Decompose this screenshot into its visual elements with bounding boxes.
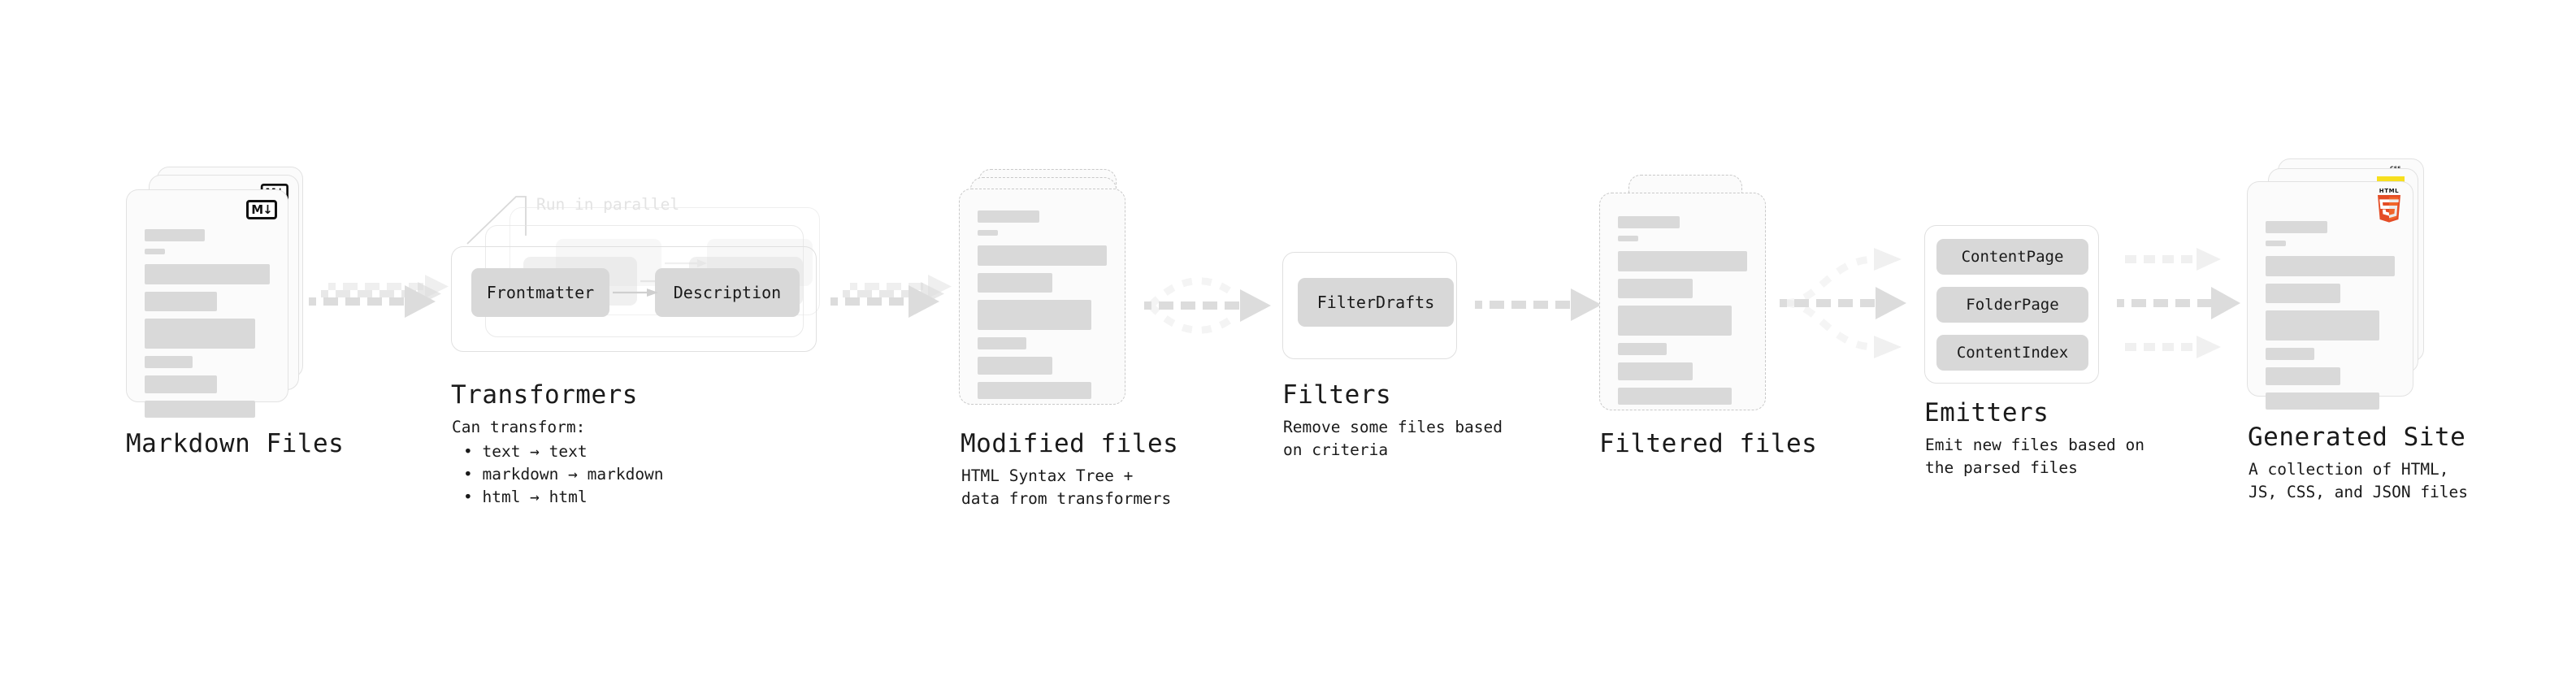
modified-card-front[interactable]	[959, 189, 1125, 405]
doc-content-lines	[978, 210, 1107, 399]
modified-files-title: Modified files	[961, 429, 1179, 458]
filters-title: Filters	[1282, 380, 1392, 410]
doc-line	[1618, 279, 1693, 298]
doc-line	[1618, 251, 1747, 271]
arrow-markdown-to-transformers	[309, 275, 449, 318]
filters-box[interactable]: FilterDrafts	[1282, 252, 1457, 359]
markdown-files-title: Markdown Files	[126, 429, 345, 458]
markdown-icon: M↓	[246, 200, 277, 219]
html5-icon: HTML	[2375, 189, 2403, 223]
transformers-bullet-0: • text → text	[463, 442, 588, 461]
emitter-pill-contentpage[interactable]: ContentPage	[1936, 239, 2088, 275]
filtered-files-title: Filtered files	[1599, 429, 1818, 458]
arrow-emitters-to-site	[2117, 248, 2240, 358]
html5-icon-label: HTML	[2379, 188, 2400, 194]
doc-line	[978, 273, 1053, 293]
generated-site-subtitle: A collection of HTML, JS, CSS, and JSON …	[2249, 460, 2469, 502]
generated-site-stack: CSS HTML	[2247, 158, 2442, 410]
arrow-filtered-to-emitters	[1780, 248, 1906, 358]
modified-files-subtitle: HTML Syntax Tree + data from transformer…	[961, 466, 1172, 509]
filter-pill-filterdrafts[interactable]: FilterDrafts	[1298, 278, 1454, 327]
doc-line	[978, 337, 1027, 349]
transformer-pill-description[interactable]: Description	[655, 268, 800, 317]
doc-line	[2266, 310, 2379, 340]
doc-line	[145, 264, 270, 284]
doc-line	[2266, 241, 2287, 246]
run-in-parallel-label: Run in parallel	[536, 195, 680, 214]
modified-files-stack	[959, 169, 1146, 413]
emitters-subtitle: Emit new files based on the parsed files	[1925, 436, 2145, 478]
doc-line	[2266, 284, 2341, 303]
doc-line	[2266, 393, 2379, 410]
arrow-transformers-to-modified	[830, 275, 952, 318]
markdown-files-stack: M↓ M↓ M↓	[126, 167, 321, 418]
doc-content-lines	[1618, 216, 1747, 405]
doc-line	[145, 401, 255, 418]
doc-line	[1618, 216, 1680, 228]
doc-line	[2266, 367, 2341, 385]
doc-line	[1618, 236, 1639, 241]
transformers-group: Frontmatter Description	[451, 207, 833, 370]
markdown-card-front[interactable]: M↓	[126, 189, 288, 418]
transformer-panel-front[interactable]: Frontmatter Description	[451, 246, 817, 352]
doc-line	[2266, 221, 2328, 233]
doc-line	[978, 382, 1091, 399]
doc-line	[2266, 256, 2395, 276]
doc-line	[145, 249, 165, 254]
emitters-box[interactable]: ContentPage FolderPage ContentIndex	[1924, 225, 2099, 384]
transformers-bullet-1: • markdown → markdown	[463, 465, 664, 484]
doc-line	[145, 292, 218, 311]
arrow-filters-to-filtered	[1475, 288, 1602, 321]
doc-line	[1618, 388, 1732, 405]
doc-line	[145, 319, 255, 349]
doc-line	[978, 300, 1091, 330]
arrow-modified-to-filters	[1144, 277, 1271, 334]
site-card-front-html[interactable]: HTML	[2247, 181, 2413, 410]
filtered-card-front[interactable]	[1599, 193, 1766, 410]
transformer-pill-frontmatter[interactable]: Frontmatter	[471, 268, 609, 317]
doc-line	[1618, 306, 1732, 336]
doc-content-lines	[145, 229, 270, 418]
emitter-pill-folderpage[interactable]: FolderPage	[1936, 287, 2088, 323]
filtered-files-stack	[1599, 175, 1778, 419]
doc-line	[978, 230, 999, 236]
doc-line	[1618, 343, 1667, 355]
transformers-subtitle: Can transform:	[452, 418, 586, 436]
transformers-bullet-2: • html → html	[463, 488, 588, 506]
doc-content-lines	[2266, 221, 2395, 410]
emitter-pill-contentindex[interactable]: ContentIndex	[1936, 335, 2088, 371]
doc-line	[978, 245, 1107, 266]
generated-site-title: Generated Site	[2248, 423, 2466, 452]
doc-line	[978, 357, 1053, 375]
doc-line	[2266, 348, 2315, 360]
doc-line	[978, 210, 1040, 223]
filters-subtitle: Remove some files based on criteria	[1283, 418, 1503, 460]
doc-line	[145, 229, 205, 241]
doc-line	[145, 375, 218, 393]
emitters-title: Emitters	[1924, 398, 2049, 427]
doc-line	[1618, 362, 1693, 380]
transformers-title: Transformers	[451, 380, 638, 410]
doc-line	[145, 356, 193, 368]
